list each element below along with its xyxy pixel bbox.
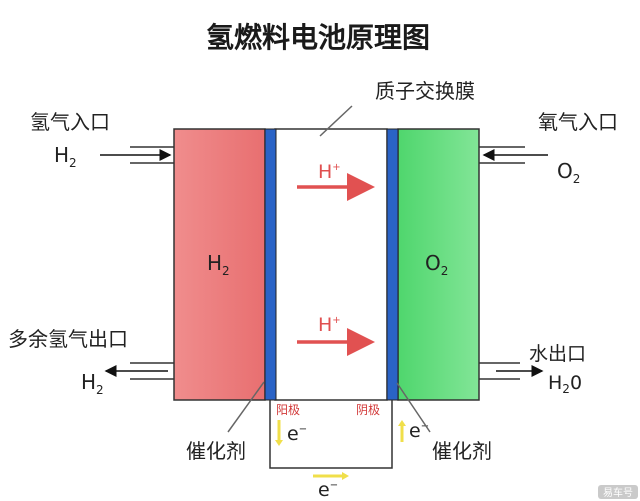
svg-text:H+: H+ <box>318 161 341 183</box>
electron-arrow-anode-head <box>275 440 283 446</box>
diagram-title: 氢燃料电池原理图 <box>206 21 430 54</box>
catalyst-left-label: 催化剂 <box>186 439 246 463</box>
catalyst-right-label: 催化剂 <box>432 439 492 463</box>
membrane-pointer <box>319 105 353 137</box>
anode-electrode <box>264 128 277 401</box>
water-outlet-label: 水出口 <box>529 343 586 365</box>
anode-chamber <box>173 128 266 401</box>
water-outlet-symbol: H20 <box>548 372 582 396</box>
cathode-o2-label: O2 <box>425 251 448 278</box>
watermark-badge <box>598 485 638 499</box>
membrane-label: 质子交换膜 <box>375 79 475 103</box>
h2-inlet-label: 氢气入口 <box>30 110 110 134</box>
excess-h2-outlet-symbol: H2 <box>81 370 104 397</box>
electron-flow-bottom-head <box>342 472 349 480</box>
anode-label: 阳极 <box>276 403 300 417</box>
external-circuit <box>269 400 393 469</box>
catalyst-left-pointer <box>227 381 265 433</box>
o2-inlet-symbol: O2 <box>557 159 580 186</box>
electron-anode: e− <box>287 423 307 445</box>
electron-arrow-cathode-head <box>398 420 406 426</box>
proton-flow-lower: H+ <box>297 314 375 356</box>
excess-h2-outlet-label: 多余氢气出口 <box>8 327 128 351</box>
electron-cathode: e− <box>409 420 429 442</box>
proton-flow-upper: H+ <box>297 161 375 201</box>
cathode-chamber <box>397 128 480 401</box>
catalyst-right-pointer <box>396 382 431 433</box>
cathode-label: 阴极 <box>356 403 380 417</box>
cathode-electrode <box>386 128 399 401</box>
electron-bottom: e− <box>318 479 338 501</box>
o2-inlet-label: 氧气入口 <box>538 110 618 134</box>
h2-inlet-symbol: H2 <box>54 143 77 170</box>
svg-text:H+: H+ <box>318 314 341 336</box>
anode-h2-label: H2 <box>207 251 230 278</box>
watermark-text: 易车号 <box>603 486 633 499</box>
